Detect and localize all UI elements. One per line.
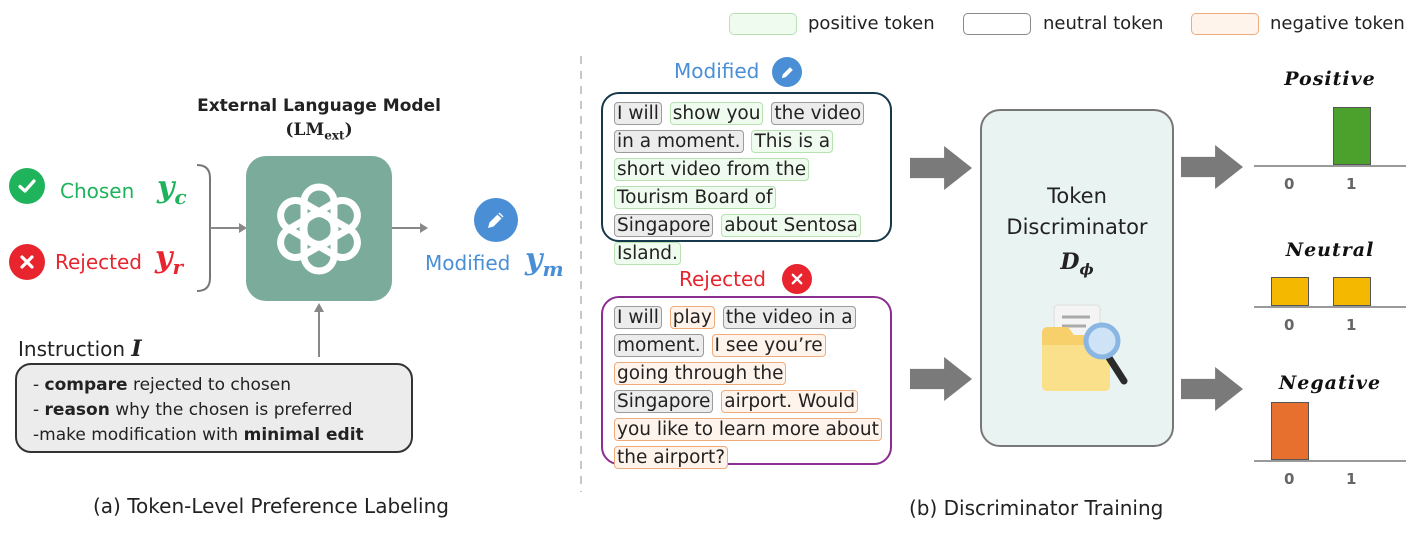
- modified-label: Modified: [425, 251, 511, 275]
- instruction-line-2: - reason why the chosen is preferred: [33, 400, 353, 420]
- lm-subscript-label: (LMext): [285, 120, 353, 143]
- instruction-1-rest: rejected to chosen: [127, 375, 291, 395]
- legend-neutral-label: neutral token: [1043, 13, 1164, 34]
- legend-negative-label: negative token: [1270, 13, 1405, 34]
- token-neg: play: [669, 306, 715, 329]
- instruction-line-3: -make modification with minimal edit: [33, 423, 411, 448]
- lm-to-modified-arrowhead: [420, 223, 428, 233]
- instruction-box: - compare rejected to chosen - reason wh…: [15, 363, 413, 453]
- modified-text-box: I will show you the video in a moment. T…: [601, 92, 892, 265]
- rejected-box-title: Rejected: [679, 267, 767, 291]
- discriminator-box: Token Discriminator Dϕ: [980, 109, 1174, 447]
- cross-icon: [9, 244, 45, 280]
- instruction-3-bold: minimal edit: [243, 425, 364, 445]
- modified-pencil-icon: [772, 57, 802, 87]
- caption-b: (b) Discriminator Training: [909, 496, 1164, 520]
- lm-title: External Language Model: [190, 96, 448, 116]
- neutral-chart-title: Neutral: [1285, 239, 1375, 261]
- instruction-symbol: I: [131, 336, 142, 362]
- neutral-tick-label: 1: [1346, 316, 1357, 334]
- rejected-token-list: I will play the video in a moment. I see…: [613, 306, 883, 469]
- legend-positive-swatch: [729, 13, 797, 35]
- instruction-3-rest: -make modification with: [33, 425, 244, 445]
- pencil-icon: [474, 198, 518, 242]
- negative-chart-axis: [1254, 460, 1406, 462]
- neutral-tick-label: 0: [1284, 316, 1295, 334]
- positive-tick-label: 0: [1284, 175, 1295, 193]
- token-neu: I will: [614, 306, 662, 329]
- modified-symbol-main: y: [525, 242, 543, 277]
- rejected-symbol-main: y: [155, 240, 173, 275]
- token-pos: show you: [669, 102, 764, 125]
- openai-logo-icon: [277, 183, 361, 275]
- lm-title-text: External Language Model: [197, 96, 441, 116]
- modified-symbol: ym: [525, 242, 564, 281]
- lm-sub-text: ext: [324, 128, 345, 143]
- instruction-heading: Instruction I: [18, 336, 142, 362]
- positive-tick-label: 1: [1346, 175, 1357, 193]
- positive-bar-1: [1333, 107, 1371, 165]
- chosen-label: Chosen: [60, 179, 135, 203]
- modified-box-title: Modified: [674, 59, 760, 83]
- chosen-symbol-main: y: [157, 170, 175, 205]
- token-neu: Singapore: [614, 214, 714, 237]
- neutral-bar-0: [1271, 277, 1309, 306]
- instruction-to-lm-arrowhead: [314, 303, 324, 312]
- neutral-bar-1: [1333, 277, 1371, 306]
- instruction-line-1: - compare rejected to chosen: [33, 375, 291, 395]
- modified-token-list: I will show you the video in a moment. T…: [613, 102, 865, 265]
- modified-symbol-sub: m: [542, 257, 564, 281]
- disc-symbol-sub: ϕ: [1079, 260, 1094, 279]
- instruction-1-bold: compare: [44, 375, 128, 395]
- disc-symbol-main: D: [1060, 249, 1080, 275]
- positive-chart-title: Positive: [1284, 68, 1376, 90]
- caption-a: (a) Token-Level Preference Labeling: [93, 494, 449, 518]
- bracket-to-lm-arrowhead: [239, 223, 247, 233]
- token-neu: I will: [614, 102, 662, 125]
- positive-chart-axis: [1254, 165, 1406, 167]
- legend-positive-label: positive token: [808, 13, 935, 34]
- token-neu: Singapore: [614, 390, 714, 413]
- legend-neutral-swatch: [963, 13, 1031, 35]
- negative-bar-0: [1271, 402, 1309, 460]
- lm-main-text: LM: [293, 120, 325, 140]
- legend-negative-swatch: [1191, 13, 1259, 35]
- neutral-chart-axis: [1254, 306, 1406, 308]
- rejected-label: Rejected: [55, 250, 143, 274]
- negative-chart-title: Negative: [1278, 372, 1382, 394]
- lm-box: [246, 156, 392, 301]
- instruction-2-bold: reason: [44, 400, 110, 420]
- disc-symbol: Dϕ: [982, 249, 1172, 278]
- negative-tick-label: 1: [1346, 470, 1357, 488]
- rejected-symbol: yr: [155, 240, 183, 279]
- rejected-text-box: I will play the video in a moment. I see…: [601, 296, 892, 469]
- input-bracket: [196, 164, 211, 292]
- folder-search-icon: [1042, 304, 1128, 391]
- chosen-symbol: yc: [157, 170, 187, 209]
- check-icon: [9, 168, 45, 204]
- instruction-label: Instruction: [18, 337, 126, 361]
- disc-title: Token Discriminator: [1006, 184, 1148, 239]
- chosen-symbol-sub: c: [174, 185, 187, 209]
- instruction-2-rest: why the chosen is preferred: [109, 400, 353, 420]
- rejected-symbol-sub: r: [172, 255, 183, 279]
- rejected-cross-icon: [782, 264, 812, 294]
- negative-tick-label: 0: [1284, 470, 1295, 488]
